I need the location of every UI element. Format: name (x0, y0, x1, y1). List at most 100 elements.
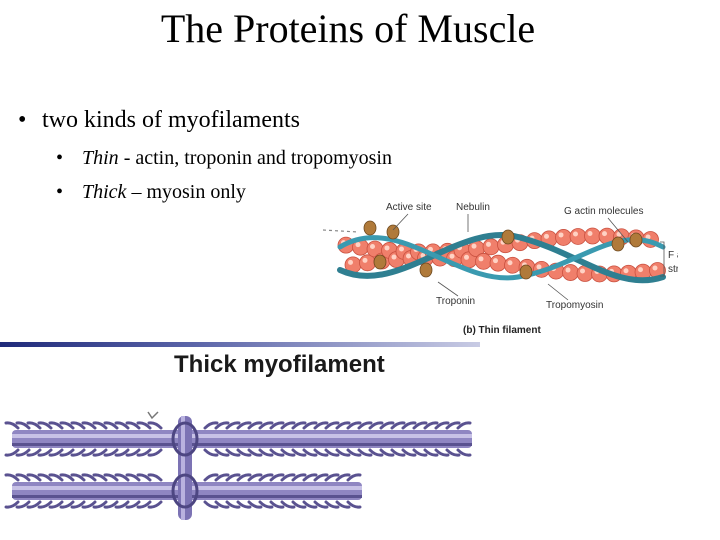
myosin-head (247, 448, 263, 457)
troponin-complex (363, 220, 377, 236)
myosin-head (136, 421, 152, 430)
myosin-head (4, 448, 20, 457)
myosin-head (203, 448, 219, 457)
actin-bead-highlight (573, 231, 578, 237)
myosin-head (302, 421, 318, 430)
myosin-head (291, 448, 307, 457)
myosin-head (70, 473, 86, 482)
myosin-head (236, 500, 252, 509)
myosin-head (280, 500, 296, 509)
label-nebulin: Nebulin (456, 202, 490, 213)
actin-bead (359, 254, 376, 272)
actin-bead-highlight (348, 259, 353, 265)
bullet-thick: •Thick – myosin only (56, 179, 246, 205)
actin-bead-highlight (616, 231, 622, 237)
m-line (171, 416, 199, 520)
myosin-head (302, 448, 318, 457)
myosin-head (247, 500, 263, 509)
myosin-head (15, 448, 31, 457)
myosin-head (70, 448, 86, 457)
thin-filament-helix (322, 220, 666, 284)
myosin-head (214, 500, 230, 509)
actin-bead-highlight (645, 234, 651, 240)
myosin-head (26, 448, 42, 457)
myosin-head (247, 473, 263, 482)
myosin-head (147, 473, 163, 482)
myosin-head (203, 421, 219, 430)
bullet-main-text: two kinds of myofilaments (42, 107, 300, 133)
label-g-actin: G actin molecules (564, 206, 643, 217)
myosin-head (26, 500, 42, 509)
actin-bead-highlight (623, 268, 629, 274)
myosin-head (48, 421, 64, 430)
tropomyosin-strand (337, 232, 666, 284)
myosin-head (291, 500, 307, 509)
myosin-head (114, 421, 130, 430)
myosin-head (445, 448, 461, 457)
nebulin-strand (322, 229, 359, 233)
myosin-head (258, 473, 274, 482)
troponin-complex (373, 254, 387, 270)
actin-bead (482, 238, 500, 256)
myosin-head (247, 421, 263, 430)
myosin-head (335, 448, 351, 457)
actin-bead-highlight (471, 243, 477, 249)
myosin-head (423, 448, 439, 457)
actin-bead (584, 227, 601, 245)
myosin-head (48, 473, 64, 482)
bullet-thick-term: Thick (82, 181, 127, 203)
label-troponin: Troponin (436, 296, 475, 307)
myosin-head (92, 448, 108, 457)
myosin-head (59, 448, 75, 457)
myosin-head (346, 421, 362, 430)
myosin-head (357, 448, 373, 457)
myosin-head (335, 421, 351, 430)
myosin-head (15, 421, 31, 430)
actin-bead-highlight (493, 258, 498, 264)
myosin-head (335, 473, 351, 482)
troponin-complexes (363, 220, 643, 280)
actin-bead-highlight (384, 245, 390, 251)
myosin-head (324, 473, 340, 482)
bullet-main: •two kinds of myofilaments (18, 104, 300, 136)
myosin-head (15, 500, 31, 509)
myosin-head (236, 448, 252, 457)
myosin-head (125, 448, 141, 457)
myosin-head (103, 421, 119, 430)
actin-bead-highlight (370, 243, 375, 249)
myosin-head (48, 448, 64, 457)
myosin-head (434, 421, 450, 430)
bullet-thin: •Thin - actin, troponin and tropomyosin (56, 145, 392, 171)
bullet-thin-term: Thin (82, 147, 119, 169)
myosin-head (136, 448, 152, 457)
myosin-head (368, 448, 384, 457)
myosin-head (203, 473, 219, 482)
actin-bead (569, 228, 587, 245)
bullet-thin-text: - actin, troponin and tropomyosin (118, 147, 392, 169)
myosin-head (346, 500, 362, 509)
actin-bead-highlight (464, 254, 469, 260)
actin-bead-highlight (565, 267, 571, 273)
myosin-head (357, 421, 373, 430)
myosin-head (81, 473, 97, 482)
myosin-head (236, 473, 252, 482)
myosin-head (456, 448, 472, 457)
myosin-head (291, 421, 307, 430)
myosin-head (456, 421, 472, 430)
myosin-head (214, 473, 230, 482)
myosin-head (136, 500, 152, 509)
label-tropomyosin: Tropomyosin (546, 300, 603, 311)
actin-bead (562, 264, 579, 281)
myosin-head (368, 421, 384, 430)
actin-bead-highlight (391, 254, 397, 260)
myosin-head (390, 448, 406, 457)
troponin-complex (501, 229, 515, 245)
myosin-head (92, 473, 108, 482)
myosin-head (114, 500, 130, 509)
label-f-actin-strand: strand (668, 264, 678, 275)
myosin-head (225, 500, 241, 509)
myosin-head (37, 421, 53, 430)
myosin-head (125, 500, 141, 509)
myosin-head (280, 473, 296, 482)
thin-filament-figure: Active site Nebulin G actin molecules F … (322, 202, 678, 336)
